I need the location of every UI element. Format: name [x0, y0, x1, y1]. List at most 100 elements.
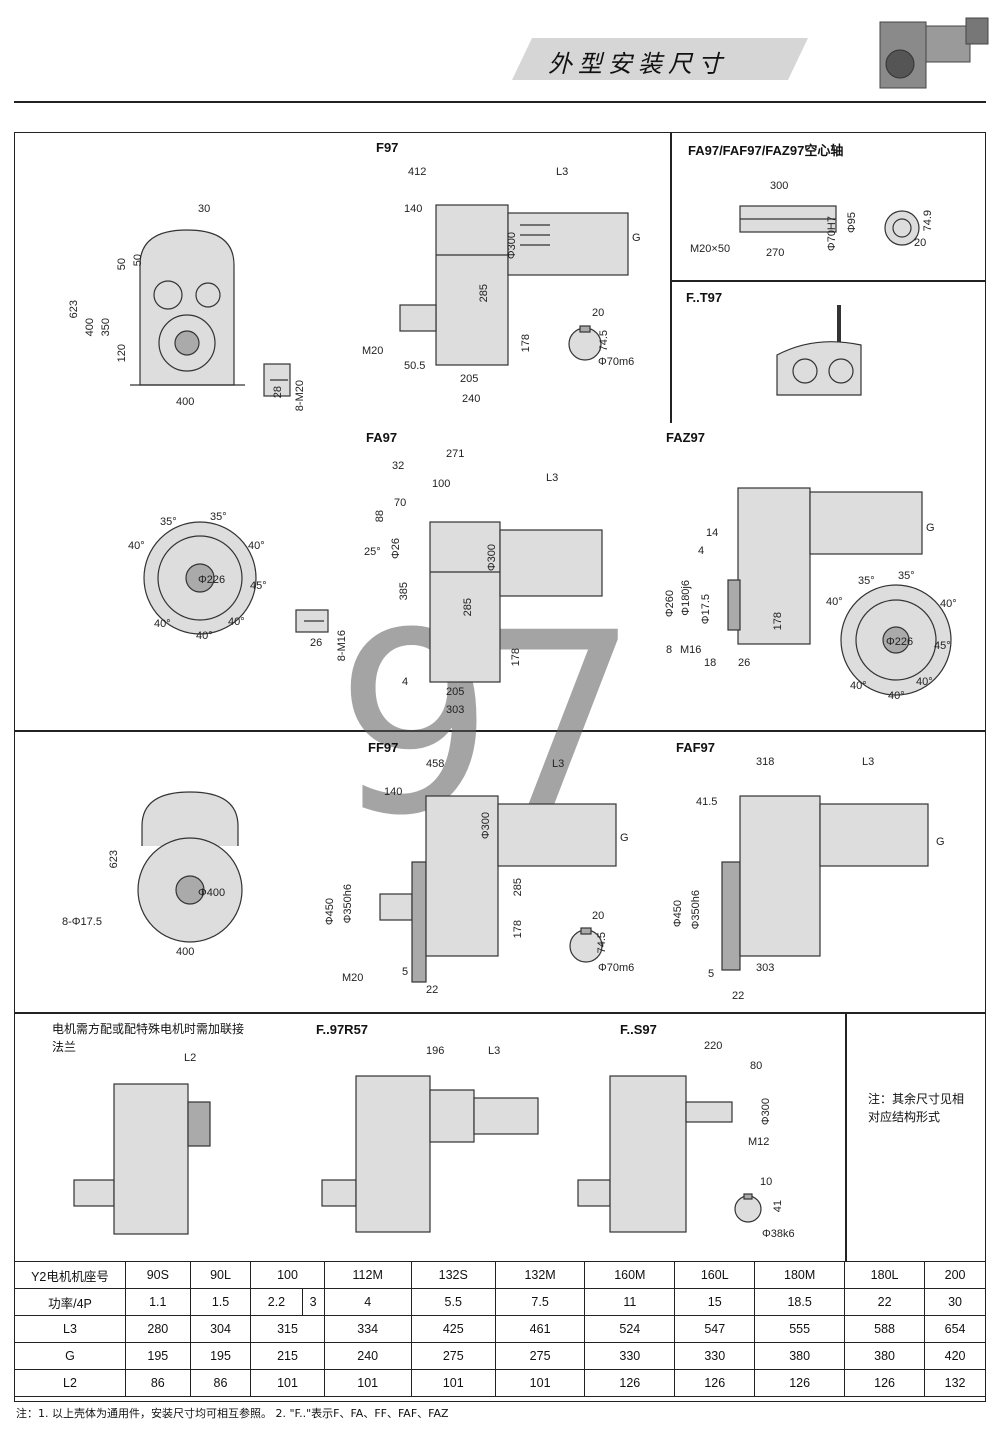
faz97-main-view-drawing — [727, 487, 923, 645]
dim: 385 — [398, 582, 410, 601]
dim: 8-M16 — [336, 630, 348, 662]
dim: 70 — [394, 497, 407, 509]
table-row: G 195 195 215 240 275 275 330 330 380 38… — [14, 1342, 986, 1370]
table-cell: 132M — [494, 1261, 586, 1289]
dim: M16 — [680, 644, 702, 656]
table-cell: 547 — [674, 1315, 756, 1343]
table-row: Y2电机机座号 90S 90L 100 112M 132S 132M 160M … — [14, 1261, 986, 1289]
table-cell: 2.2 — [250, 1288, 303, 1316]
table-cell: 90L — [189, 1261, 252, 1289]
divider — [670, 280, 986, 282]
row-header: L3 — [14, 1315, 126, 1343]
dim: 74.9 — [922, 210, 934, 232]
divider — [670, 133, 672, 423]
dim: Φ17.5 — [700, 594, 712, 625]
section-title-ff97: FF97 — [368, 740, 399, 755]
table-cell: 86 — [125, 1369, 191, 1397]
table-cell: 132 — [924, 1369, 986, 1397]
row-header: G — [14, 1342, 126, 1370]
dim: 20 — [914, 237, 927, 249]
divider — [14, 730, 986, 732]
header-banner — [512, 38, 808, 80]
dim: 22 — [732, 990, 745, 1002]
table-cell: 334 — [323, 1315, 412, 1343]
dim: 50.5 — [404, 360, 426, 372]
dim: L3 — [556, 166, 569, 178]
dim: M20 — [342, 972, 364, 984]
table-cell: 86 — [189, 1369, 252, 1397]
hollow-shaft-drawing — [739, 205, 837, 233]
dim: 40° — [888, 690, 905, 702]
dim: 178 — [512, 920, 524, 939]
dim: Φ95 — [846, 212, 858, 234]
table-cell: 654 — [924, 1315, 986, 1343]
table-cell: 280 — [125, 1315, 191, 1343]
table-cell: 22 — [844, 1288, 926, 1316]
fs97-drawing — [577, 1075, 733, 1233]
dim: 4 — [402, 676, 409, 688]
header-rule — [14, 101, 986, 103]
table-cell: 30 — [924, 1288, 986, 1316]
table-row: L2 86 86 101 101 101 101 126 126 126 126… — [14, 1369, 986, 1397]
dim: G — [632, 232, 641, 244]
dim: 74.5 — [598, 330, 610, 352]
dim: 40° — [916, 676, 933, 688]
dim: 22 — [426, 984, 439, 996]
dim: 5 — [708, 968, 715, 980]
table-cell: 126 — [754, 1369, 846, 1397]
dim: 303 — [756, 962, 775, 974]
table-cell: 1.5 — [189, 1288, 252, 1316]
section-title-fs97: F..S97 — [620, 1022, 657, 1037]
table-cell: 461 — [494, 1315, 586, 1343]
dim: Φ70m6 — [598, 962, 635, 974]
table-cell: 425 — [410, 1315, 496, 1343]
table-cell: 275 — [410, 1342, 496, 1370]
section-title-ft97: F..T97 — [686, 290, 723, 305]
dim: Φ260 — [664, 590, 676, 618]
dim: 240 — [462, 393, 481, 405]
table-cell: 7.5 — [494, 1288, 586, 1316]
section-title-fa97-hollow: FA97/FAF97/FAZ97空心轴 — [688, 143, 844, 158]
dim: 8-M20 — [294, 380, 306, 412]
dim: M20 — [362, 345, 384, 357]
table-cell: 315 — [250, 1315, 325, 1343]
dim: 88 — [374, 510, 386, 523]
dim: 285 — [512, 878, 524, 897]
section-title-f97r57: F..97R57 — [316, 1022, 369, 1037]
dim: 4 — [698, 545, 705, 557]
dim: 8 — [666, 644, 673, 656]
dim: 40° — [228, 616, 245, 628]
dim: G — [936, 836, 945, 848]
dim: 285 — [478, 284, 490, 303]
dim: 40° — [248, 540, 265, 552]
table-cell: 90S — [125, 1261, 191, 1289]
table-cell: 200 — [924, 1261, 986, 1289]
motor-flange-note: 电机需方配或配特殊电机时需加联接法兰 — [52, 1022, 245, 1054]
dim: 26 — [310, 637, 323, 649]
table-cell: 100 — [250, 1261, 325, 1289]
dim: 20 — [592, 910, 605, 922]
dim: 350 — [100, 318, 112, 337]
hollow-shaft-section-drawing — [884, 210, 920, 246]
dim: 205 — [460, 373, 479, 385]
dim: 50 — [116, 258, 128, 271]
table-cell: 330 — [674, 1342, 756, 1370]
table-cell: 240 — [323, 1342, 412, 1370]
table-cell: 304 — [189, 1315, 252, 1343]
table-cell: 195 — [189, 1342, 252, 1370]
faz97-flange-drawing — [840, 584, 952, 696]
table-cell: 15 — [674, 1288, 756, 1316]
fs97-shaft-key-drawing — [734, 1193, 762, 1223]
dim: Φ300 — [760, 1098, 772, 1126]
f97r57-drawing — [321, 1075, 539, 1233]
table-cell: 101 — [323, 1369, 412, 1397]
table-cell: 524 — [584, 1315, 676, 1343]
dim: 140 — [404, 203, 423, 215]
dim: 623 — [108, 850, 120, 869]
dim: 25° — [364, 546, 381, 558]
dim: 41 — [772, 1200, 784, 1213]
dim: 271 — [446, 448, 465, 460]
table-cell: 275 — [494, 1342, 586, 1370]
dim: 100 — [432, 478, 451, 490]
table-cell: 101 — [410, 1369, 496, 1397]
